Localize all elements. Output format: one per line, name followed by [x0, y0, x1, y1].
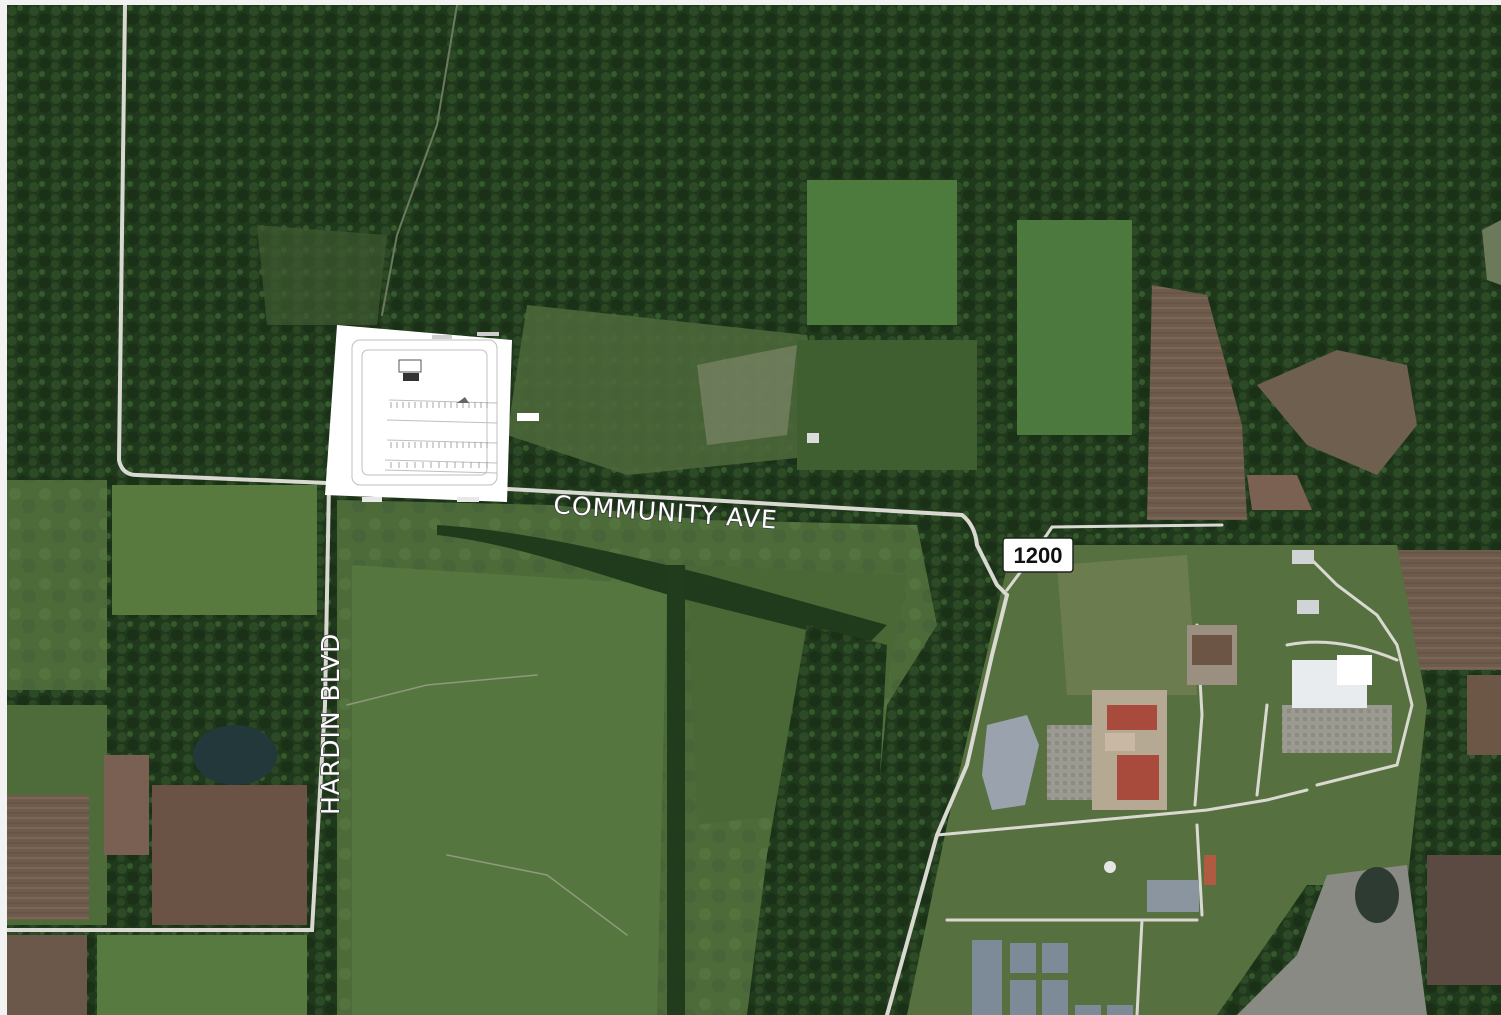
building	[807, 433, 819, 443]
satellite-map: COMMUNITY AVE HARDIN BLVD 1200	[7, 5, 1501, 1015]
water-tower	[1104, 861, 1116, 873]
bare-soil-field	[1467, 675, 1501, 755]
road-label-hardin-blvd: HARDIN BLVD	[316, 633, 345, 815]
pond	[1355, 867, 1399, 923]
building	[1292, 550, 1314, 564]
field	[7, 480, 107, 690]
building	[1147, 880, 1199, 912]
bare-soil-field	[152, 785, 307, 925]
field	[1017, 220, 1132, 435]
building	[1337, 655, 1372, 685]
site-plan-building	[403, 373, 419, 381]
route-shield: 1200	[1002, 537, 1074, 573]
site-plan-marker	[457, 497, 479, 502]
route-shield-background	[1002, 537, 1074, 573]
clearing	[1482, 220, 1501, 285]
building	[1010, 943, 1036, 973]
building	[1105, 733, 1135, 751]
road-segment	[885, 593, 1009, 1015]
road-segment	[1255, 703, 1269, 797]
site-plan-parcel	[325, 325, 512, 502]
bare-soil-field	[104, 755, 149, 855]
clearing	[257, 225, 387, 325]
building	[1042, 943, 1068, 973]
dirt-track	[446, 854, 628, 936]
road-segment	[1285, 640, 1399, 662]
pond	[193, 725, 277, 785]
field	[797, 340, 977, 470]
building	[972, 940, 1002, 1015]
building	[982, 715, 1039, 810]
bare-soil-field	[1257, 350, 1417, 475]
north-arrow-icon	[457, 397, 469, 403]
road-segment	[1195, 823, 1204, 917]
road-segment	[116, 5, 329, 485]
tree-line	[667, 565, 685, 1015]
site-plan-building	[398, 359, 422, 373]
field	[807, 180, 957, 325]
building	[1192, 635, 1232, 665]
building	[1297, 600, 1319, 614]
bare-soil-field	[1427, 855, 1501, 985]
map-view[interactable]: COMMUNITY AVE HARDIN BLVD 1200	[7, 5, 1501, 1015]
road-segment	[325, 481, 1009, 597]
campus-grounds	[1057, 555, 1197, 695]
building	[1107, 705, 1157, 730]
site-plan-marker	[432, 335, 452, 339]
campus-buildings	[807, 433, 1372, 1015]
field	[352, 565, 667, 1015]
site-plan-marker	[362, 497, 382, 502]
site-plan-marker	[517, 413, 539, 421]
building	[1010, 980, 1036, 1015]
parking-lot	[1282, 705, 1392, 753]
site-plan-linework	[351, 339, 498, 486]
bare-soil-field	[1147, 285, 1247, 520]
road-segment	[7, 481, 331, 932]
bare-soil-field	[1247, 475, 1312, 510]
site-plan-overlay[interactable]	[325, 325, 539, 502]
building	[1042, 980, 1068, 1015]
road-segment	[1135, 918, 1144, 1015]
road-segment	[1305, 553, 1414, 787]
bare-soil-field	[7, 935, 87, 1015]
building	[1075, 1005, 1101, 1015]
site-plan-marker	[477, 332, 499, 336]
building	[1204, 855, 1216, 885]
dirt-track	[381, 5, 458, 316]
dirt-track	[346, 674, 538, 706]
field	[97, 935, 307, 1015]
building	[1117, 755, 1159, 800]
building	[1107, 1005, 1133, 1015]
road-network	[7, 5, 1414, 1015]
clearing	[697, 345, 797, 445]
field	[112, 485, 317, 615]
route-shield-number: 1200	[1014, 543, 1063, 568]
parking-stalls	[390, 402, 488, 468]
forest-area	[747, 625, 887, 1015]
road-segment	[935, 788, 1309, 837]
tree-line	[437, 525, 887, 645]
bare-soil-field	[7, 795, 89, 920]
